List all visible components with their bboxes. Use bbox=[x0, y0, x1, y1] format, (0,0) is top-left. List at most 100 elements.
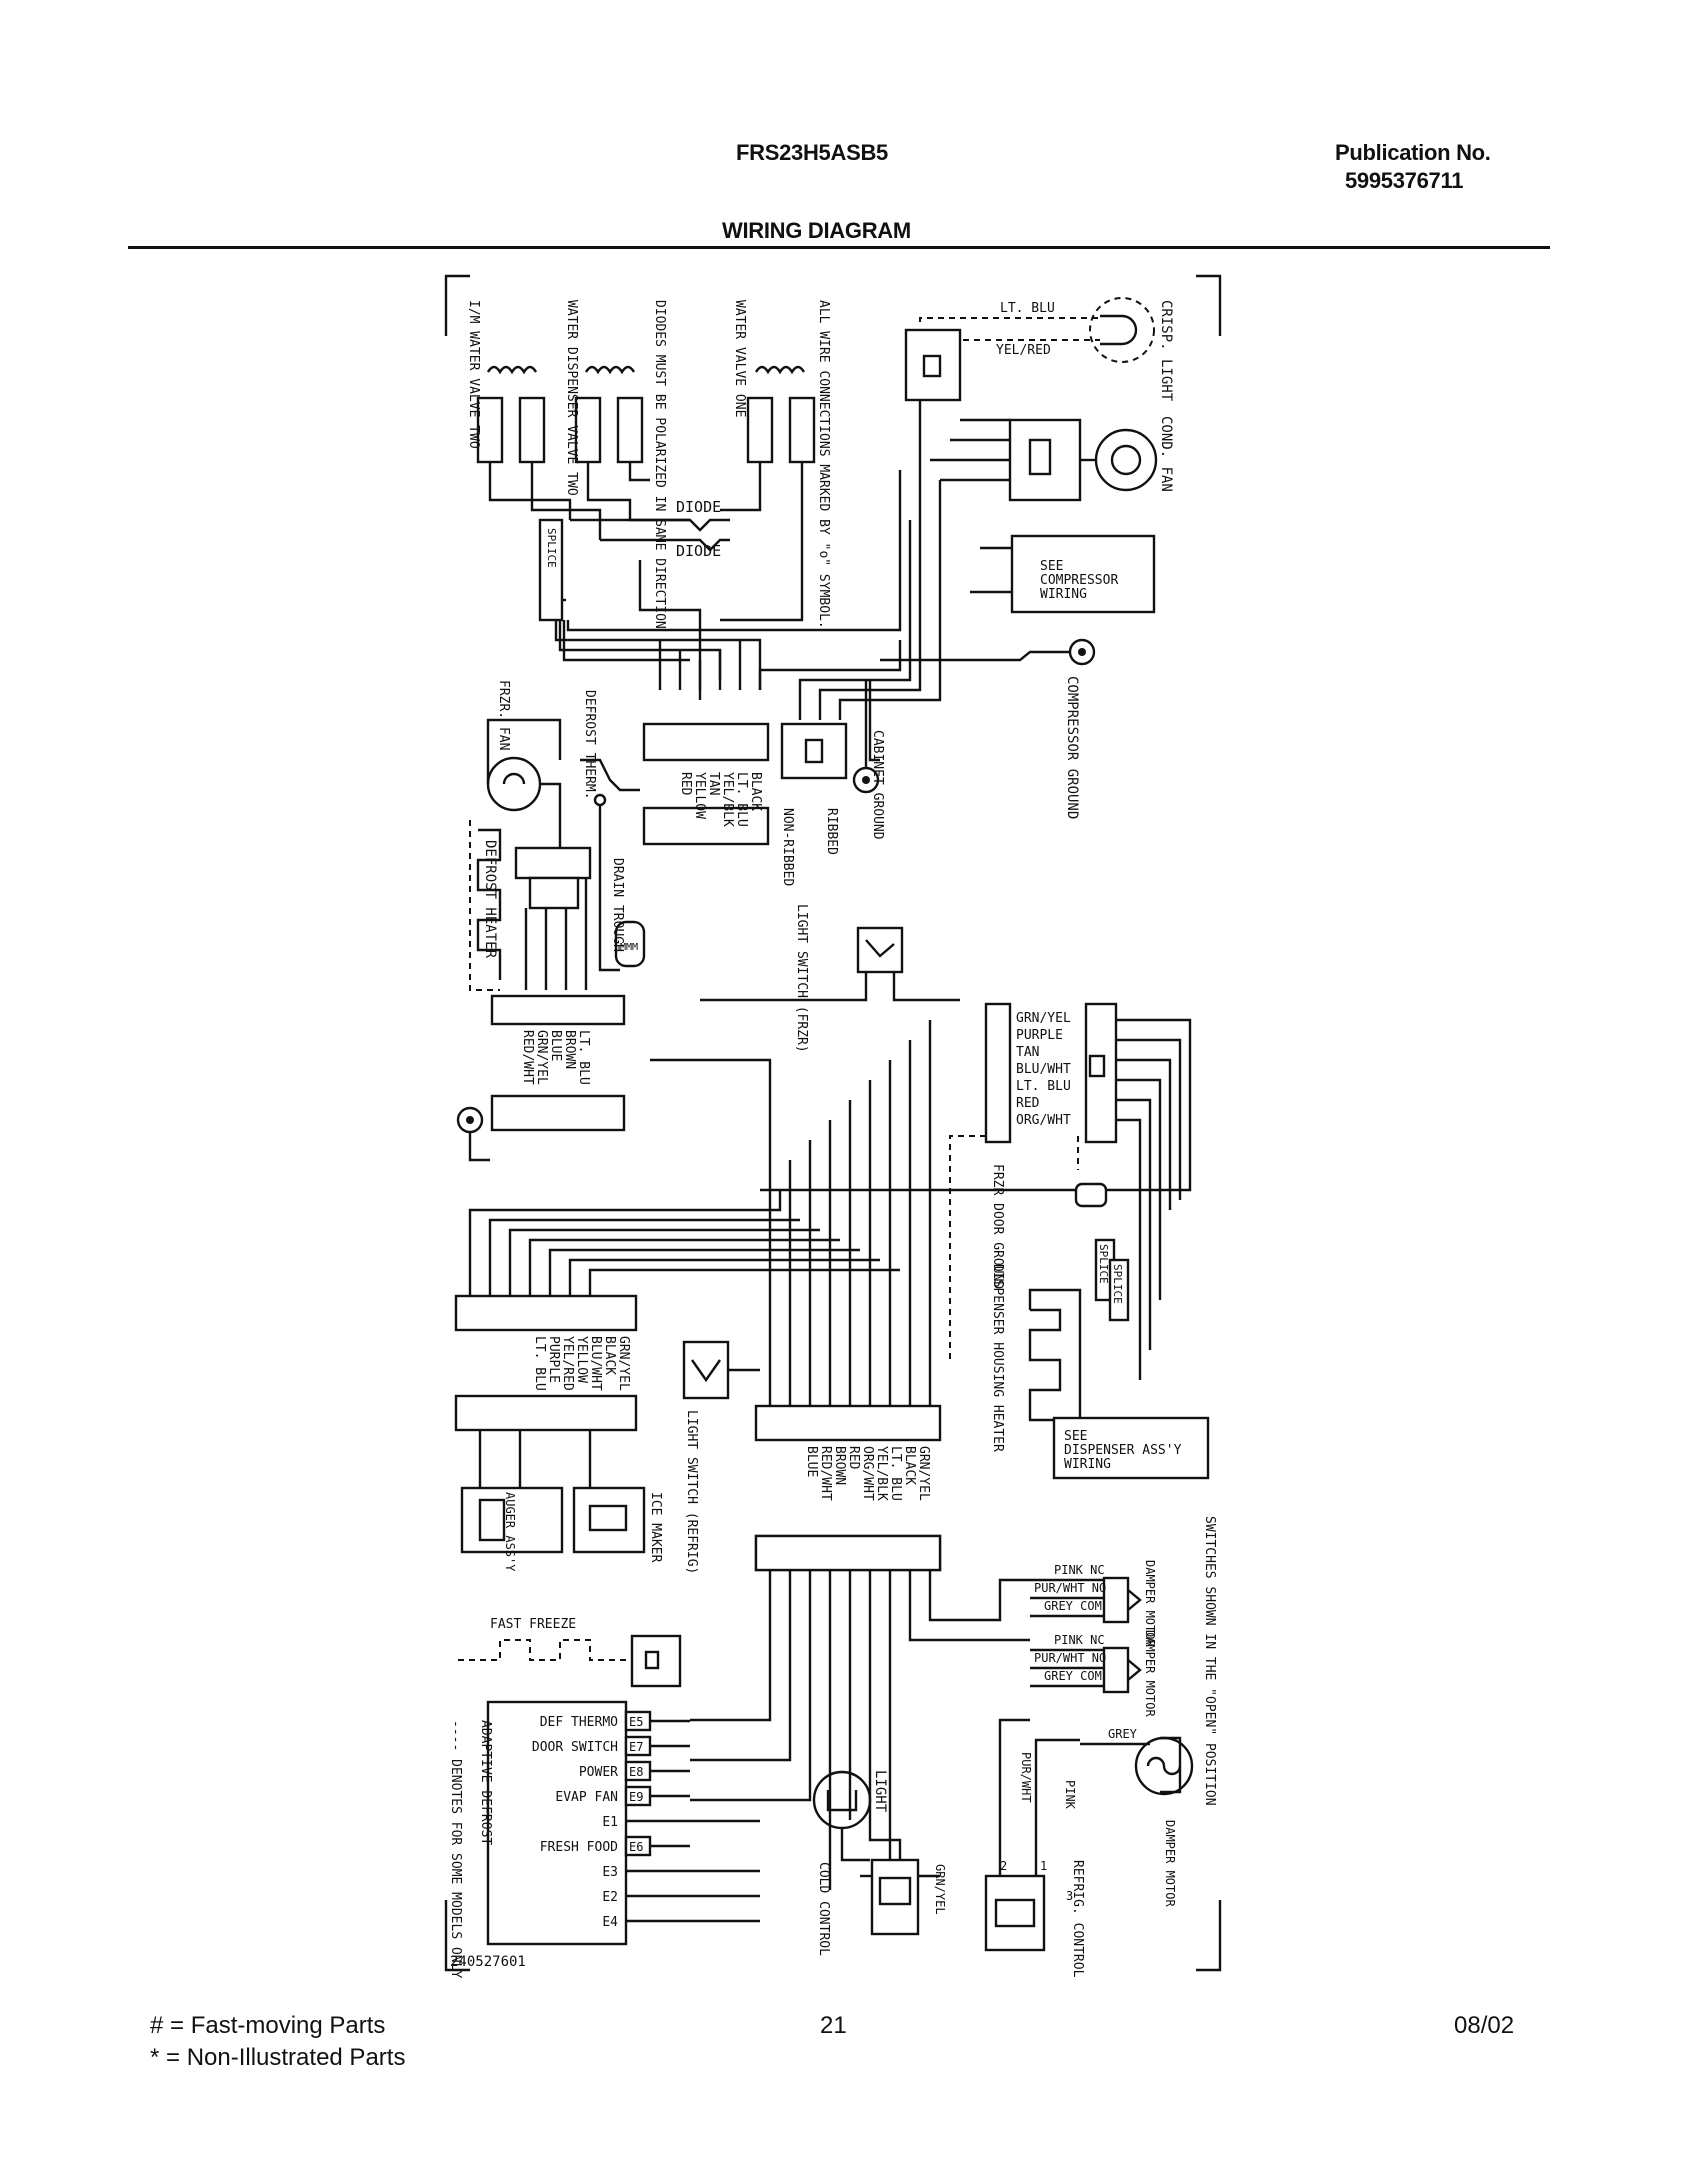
cabinet-ground-label: CABINET GROUND bbox=[870, 730, 885, 840]
frzr-door-wire-5: RED bbox=[1016, 1096, 1040, 1111]
damper-switch-2 bbox=[1030, 1646, 1142, 1694]
water-valves bbox=[476, 365, 816, 464]
conn-d-wire-1: BLACK bbox=[902, 1446, 917, 1485]
adaptive-defrost-board bbox=[486, 1700, 628, 1946]
cold-control-label: COLD CONTROL bbox=[816, 1862, 831, 1956]
mmm-label: MMM bbox=[620, 942, 638, 953]
page-number: 21 bbox=[820, 2012, 847, 2039]
conn-c-wire-3: YELLOW bbox=[574, 1336, 589, 1383]
frzr-door-wire-3: BLU/WHT bbox=[1016, 1062, 1071, 1077]
cold-control bbox=[860, 1858, 940, 1936]
ribbed-label: RIBBED bbox=[824, 808, 839, 855]
frzr-door-wire-1: PURPLE bbox=[1016, 1028, 1063, 1043]
splice-a-label: SPLICE bbox=[1097, 1244, 1110, 1284]
page-title: WIRING DIAGRAM bbox=[722, 218, 911, 243]
adaptive-row-label-3: EVAP FAN bbox=[555, 1790, 618, 1805]
diagram-frame bbox=[444, 274, 1222, 1972]
adaptive-row-label-8: E4 bbox=[602, 1915, 618, 1930]
adaptive-row-label-6: E3 bbox=[602, 1865, 618, 1880]
yel-red-crisp: YEL/RED bbox=[996, 343, 1051, 358]
frzr-door-connectors bbox=[760, 1002, 1192, 1380]
conn-c-wire-1: BLACK bbox=[602, 1336, 617, 1375]
frzr-door-wire-0: GRN/YEL bbox=[1016, 1011, 1071, 1026]
conn-d-wire-5: RED bbox=[846, 1446, 861, 1470]
dispenser-housing bbox=[1028, 1182, 1130, 1430]
frzr-door-ground-label: FRZR DOOR GROUND bbox=[990, 1164, 1005, 1289]
dispenser-valve bbox=[574, 365, 644, 464]
frzr-door-wire-4: LT. BLU bbox=[1016, 1079, 1071, 1094]
adaptive-terminal-2: E8 bbox=[629, 1765, 643, 1779]
conn-d-wire-2: LT. BLU bbox=[888, 1446, 903, 1501]
adaptive-terminal-3: E9 bbox=[629, 1790, 643, 1804]
diode-label-2: DIODE bbox=[676, 542, 721, 560]
adaptive-row-label-7: E2 bbox=[602, 1890, 618, 1905]
see-dispenser-1: SEE bbox=[1064, 1429, 1087, 1444]
auger-assy bbox=[460, 1430, 564, 1554]
valve-wiring bbox=[488, 462, 902, 700]
dispenser-heater-label: DISPENSER HOUSING HEATER bbox=[990, 1264, 1005, 1452]
damper-motor bbox=[1080, 1736, 1194, 1796]
legend-non-illustrated: * = Non-Illustrated Parts bbox=[150, 2044, 406, 2071]
cond-fan-label: COND. FAN bbox=[1158, 416, 1174, 492]
trunk-wires bbox=[658, 400, 942, 762]
splice-b-label: SPLICE bbox=[1111, 1264, 1124, 1304]
refrig-control bbox=[984, 1718, 1080, 1952]
conn-d-wire-0: GRN/YEL bbox=[916, 1446, 931, 1501]
frzr-fan-label: FRZR. FAN bbox=[496, 680, 511, 750]
connector-e bbox=[754, 1534, 942, 1572]
adaptive-terminal-5: E6 bbox=[629, 1840, 643, 1854]
adaptive-terminal-0: E5 bbox=[629, 1715, 643, 1729]
fast-freeze-label: FAST FREEZE bbox=[490, 1617, 576, 1632]
pur-wht-label: PUR/WHT bbox=[1019, 1752, 1033, 1803]
adaptive-row-label-0: DEF THERMO bbox=[540, 1715, 618, 1730]
grey-com-2: GREY COM bbox=[1044, 1669, 1102, 1683]
conn-a-wire-1: LT. BLU bbox=[734, 772, 749, 827]
non-ribbed-label: NON-RIBBED bbox=[780, 808, 795, 886]
connector-c-top bbox=[454, 1294, 638, 1332]
diode-label-1: DIODE bbox=[676, 498, 721, 516]
conn-c-wire-4: YEL/RED bbox=[560, 1336, 575, 1391]
see-dispenser-2: DISPENSER ASS'Y bbox=[1064, 1443, 1182, 1458]
light-label: LIGHT bbox=[872, 1770, 888, 1813]
connector-b-bottom bbox=[490, 1094, 626, 1132]
fast-freeze bbox=[458, 1634, 682, 1688]
grey-com-1: GREY COM bbox=[1044, 1599, 1102, 1613]
auger-label: AUGER ASS'Y bbox=[503, 1492, 517, 1572]
dashed-note: ---- DENOTES FOR SOME MODELS ONLY bbox=[448, 1720, 463, 1978]
connector-b-top bbox=[490, 994, 626, 1026]
publication-label: Publication No. bbox=[1335, 140, 1491, 165]
defrost-heater-label: DEFROST HEATER bbox=[482, 840, 498, 959]
see-compressor-1: SEE bbox=[1040, 559, 1063, 574]
adaptive-terminal-1: E7 bbox=[629, 1740, 643, 1754]
conn-d-wire-7: RED/WHT bbox=[818, 1446, 833, 1501]
conn-a-wire-2: YEL/BLK bbox=[720, 772, 735, 827]
conn-a-wire-3: TAN bbox=[706, 772, 721, 795]
grey-label: GREY bbox=[1108, 1727, 1138, 1741]
num-3: 3 bbox=[1066, 1889, 1073, 1903]
connector-a bbox=[642, 722, 770, 846]
compressor-ground bbox=[880, 638, 1096, 666]
conn-d-wire-3: YEL/BLK bbox=[874, 1446, 889, 1501]
publication-number: 5995376711 bbox=[1345, 168, 1464, 193]
ice-maker bbox=[572, 1430, 646, 1554]
conn-c-wire-6: LT. BLU bbox=[532, 1336, 547, 1391]
adaptive-row-label-5: FRESH FOOD bbox=[540, 1840, 618, 1855]
pink-nc-1: PINK NC bbox=[1054, 1563, 1105, 1577]
refrig-control-label: REFRIG. CONTROL bbox=[1070, 1860, 1085, 1978]
defrost-therm bbox=[580, 758, 640, 972]
num-1: 1 bbox=[1040, 1859, 1047, 1873]
num-2: 2 bbox=[1000, 1859, 1007, 1873]
light-switch-refrig-label: LIGHT SWITCH (REFRIG) bbox=[684, 1410, 699, 1574]
legend-fast-moving: # = Fast-moving Parts bbox=[150, 2012, 386, 2039]
conn-a-wire-0: BLACK bbox=[748, 772, 763, 811]
damper-motor-sw1-label: DAMPER MOTOR bbox=[1143, 1560, 1157, 1647]
connections-note: ALL WIRE CONNECTIONS MARKED BY "o" SYMBO… bbox=[816, 300, 831, 629]
damper-motor-label: DAMPER MOTOR bbox=[1163, 1820, 1177, 1907]
frzr-door-wire-6: ORG/WHT bbox=[1016, 1113, 1071, 1128]
crisp-light-label: CRISP. LIGHT bbox=[1158, 300, 1174, 402]
adaptive-row-label-4: E1 bbox=[602, 1815, 618, 1830]
